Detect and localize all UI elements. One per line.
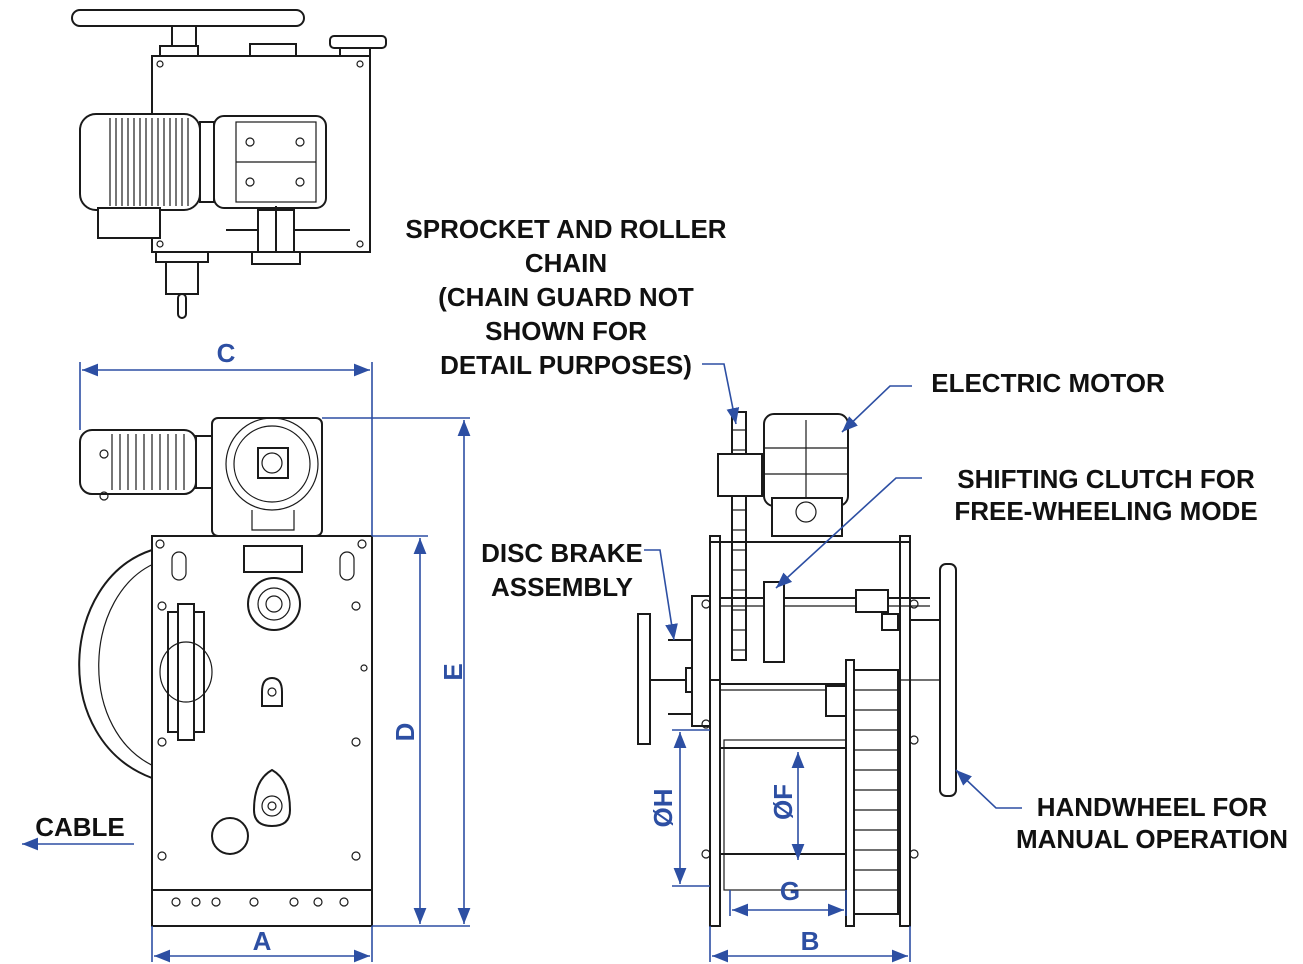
- callout-brake-line: DISC BRAKE: [481, 538, 643, 568]
- callout-sprocket: SPROCKET AND ROLLER CHAIN (CHAIN GUARD N…: [405, 214, 726, 380]
- front-view: [78, 417, 373, 927]
- cable-loop: [78, 549, 153, 779]
- dim-f-label: ØF: [768, 784, 798, 820]
- callout-motor: ELECTRIC MOTOR: [931, 368, 1165, 398]
- side-handwheel: [939, 563, 957, 797]
- dim-d-label: D: [390, 723, 420, 742]
- callout-sprocket-line: SPROCKET AND ROLLER: [405, 214, 726, 244]
- callout-cable: CABLE: [35, 812, 125, 842]
- callout-handwheel-line: MANUAL OPERATION: [1016, 824, 1288, 854]
- side-drum-flange: [845, 659, 855, 927]
- leader-lines: [22, 363, 1022, 851]
- callout-sprocket-line: CHAIN: [525, 248, 607, 278]
- callout-handwheel-line: HANDWHEEL FOR: [1037, 792, 1268, 822]
- side-view: [637, 411, 957, 927]
- side-frame-right: [899, 535, 911, 927]
- callout-brake: DISC BRAKE ASSEMBLY: [481, 538, 643, 602]
- dim-g-label: G: [780, 876, 800, 906]
- callout-sprocket-line: (CHAIN GUARD NOT: [438, 282, 694, 312]
- dim-c-label: C: [217, 338, 236, 368]
- callout-brake-line: ASSEMBLY: [491, 572, 633, 602]
- front-motor: [79, 429, 197, 495]
- callout-handwheel: HANDWHEEL FOR MANUAL OPERATION: [1016, 792, 1288, 854]
- callout-sprocket-line: SHOWN FOR: [485, 316, 647, 346]
- top-view: [71, 9, 387, 319]
- callout-sprocket-line: DETAIL PURPOSES): [440, 350, 692, 380]
- callout-clutch: SHIFTING CLUTCH FOR FREE-WHEELING MODE: [954, 464, 1257, 526]
- side-frame-left: [709, 535, 721, 927]
- callout-clutch-line: FREE-WHEELING MODE: [954, 496, 1257, 526]
- callout-clutch-line: SHIFTING CLUTCH FOR: [957, 464, 1255, 494]
- side-clutch: [763, 581, 785, 663]
- side-drum: [723, 739, 847, 891]
- dim-e-label: E: [438, 663, 468, 680]
- dim-h-label: ØH: [648, 789, 678, 828]
- side-sprocket-chain: [731, 411, 747, 661]
- side-brake-disc: [637, 613, 651, 745]
- side-gear: [853, 669, 899, 915]
- dimension-lines: [79, 362, 911, 963]
- dim-b-label: B: [801, 926, 820, 956]
- dim-a-label: A: [253, 926, 272, 956]
- top-handwheel: [71, 9, 305, 27]
